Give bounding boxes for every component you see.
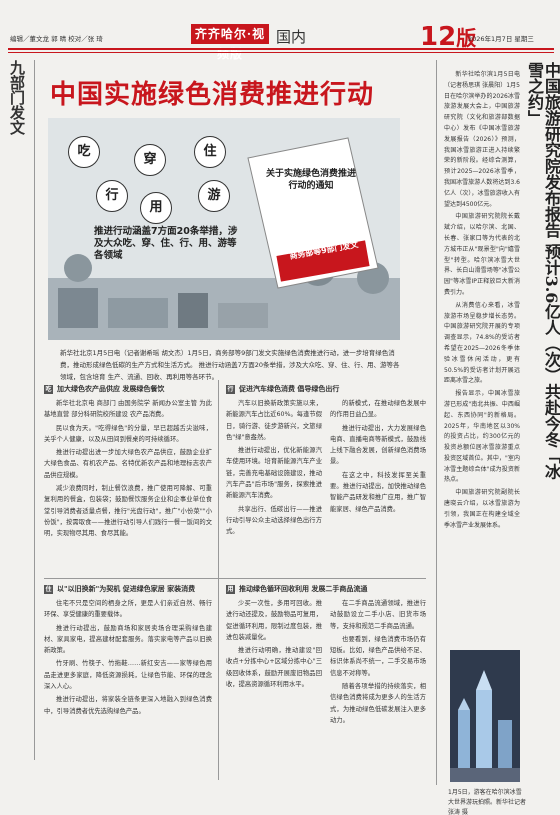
paragraph: 民以食为天。"吃得绿色"的分量，早已超越舌尖滋味，关乎个人健康，以及从田间到餐桌… xyxy=(44,424,212,443)
col2-heading-text: 促进汽车绿色消费 倡导绿色出行 xyxy=(239,385,340,393)
bubble-live: 住 xyxy=(194,136,226,168)
page-unit: 版 xyxy=(456,26,477,50)
paragraph: 推进行动提出，大力发展绿色电商、直播电商等新模式，鼓励线上线下融合发展，创新绿色… xyxy=(330,424,426,466)
notice-document: 关于实施绿色消费推进行动的通知 xyxy=(266,169,357,191)
paragraph: 推进行动提出，优化新能源汽车使用环境。培育新能源汽车产业链，完善充电基础设施建设… xyxy=(226,447,322,500)
section-name: 国内 xyxy=(276,28,307,46)
bubble-tour: 游 xyxy=(198,180,230,212)
right-headline: 中国旅游研究院发布报告 预计3.6亿人（次）共赴今冬「冰雪之约」 xyxy=(525,62,560,480)
paragraph: 的新模式，在推动绿色发展中的作用日益凸显。 xyxy=(330,400,426,419)
illustration-banner: 推进行动涵盖7方面20条举措，涉及大众吃、穿、住、行、用、游等各领域 xyxy=(94,226,238,261)
paragraph: 从消费信心来看，冰雪旅游市场呈稳步增长态势。中国旅游研究院开展的专项调查显示，7… xyxy=(444,301,520,385)
col2-heading: 行促进汽车绿色消费 倡导绿色出行 xyxy=(226,384,339,394)
header-rule xyxy=(8,48,554,50)
col3-body: 的新模式，在推动绿色发展中的作用日益凸显。 推进行动提出，大力发展绿色电商、直播… xyxy=(330,398,426,568)
row-divider xyxy=(44,578,426,579)
paragraph: 随着各项举措的持续落实，相信绿色消费将成为更多人的生活方式，为推动绿色低碳发展注… xyxy=(330,683,426,724)
col1-heading: 吃加大绿色农产品供应 发展绿色餐饮 xyxy=(44,384,164,394)
live-tag-icon: 住 xyxy=(44,585,53,594)
col1b-body: 住宅不只是空间的栖身之所，更是人们亲近自然、畅行环保、享受健康的重要载体。 推进… xyxy=(44,598,212,776)
bubble-use: 用 xyxy=(140,192,172,224)
paragraph: 在这之中，科技发挥至关重要。推进行动提出，加快推动绿色智能产品研发和推广应用，推… xyxy=(330,471,426,513)
paragraph: 新华社北京电 商部门 由国务院学 新闻办公室主管 为此基地直营 部分科研院校所建… xyxy=(44,400,212,419)
eat-tag-icon: 吃 xyxy=(44,385,53,394)
paragraph: 住宅不只是空间的栖身之所，更是人们亲近自然、畅行环保、享受健康的重要载体。 xyxy=(44,600,212,619)
col2-body: 汽车以旧换新政策实施以来，新能源汽车占比近60%。每逢节假日，骑行游、徒步游新兴… xyxy=(226,398,322,568)
col2b-heading-text: 推动绿色循环回收利用 发展二手商品流通 xyxy=(239,585,368,593)
paragraph: 减少浪费同时，制止餐饮浪费，推广使用可降解、可重复利用的餐盒，包装袋；鼓励餐饮服… xyxy=(44,485,212,538)
col1-body: 新华社北京电 商部门 由国务院学 新闻办公室主管 为此基地直营 部分科研院校所建… xyxy=(44,398,212,578)
bubble-travel: 行 xyxy=(96,180,128,212)
photo-caption: 1月5日，游客在哈尔滨冰雪大世界游玩拍照。新华社记者 张涛 摄 xyxy=(448,789,527,815)
col2b-heading: 用推动绿色循环回收利用 发展二手商品流通 xyxy=(226,584,367,594)
illustration: 吃 穿 住 行 用 游 推进行动涵盖7方面20条举措，涉及大众吃、穿、住、行、用… xyxy=(48,118,400,340)
main-headline: 中国实施绿色消费推进行动 xyxy=(50,80,375,110)
paragraph: 共享出行、低碳出行——推进行动引导公众主动选择绿色出行方式。 xyxy=(226,505,322,536)
header-rule-thin xyxy=(8,52,554,53)
col1b-heading: 住以"以旧换新"为契机 促进绿色家居 家装消费 xyxy=(44,584,195,594)
paragraph: 推进行动明确，推动建设"回收点+分拣中心+区域分拣中心"三级回收体系，鼓励开展废… xyxy=(226,647,322,689)
right-divider xyxy=(436,60,437,785)
paragraph: 也要看到，绿色消费市场仍有短板。比如，绿色产品供给不足、标识体系尚不统一，二手交… xyxy=(330,635,426,677)
bubble-wear: 穿 xyxy=(134,144,166,176)
paragraph: 少买一次性，多用可回收。推进行动还提及，鼓励物品可复用，促进循环利用，限制过度包… xyxy=(226,600,322,641)
right-article-body: 新华社哈尔滨1月5日电（记者杨思琪 张晨阳）1月5日在哈尔滨举办的2026冰雪旅… xyxy=(444,70,520,645)
col1b-heading-text: 以"以旧换新"为契机 促进绿色家居 家装消费 xyxy=(57,585,196,593)
date-line: 2026年1月7日 星期三 xyxy=(468,35,534,43)
paragraph: 报告显示，中国冰雪旅游已形成"南北共振、中西崛起、东西协同"的新格局。2025年… xyxy=(444,390,520,484)
paragraph: 中国旅游研究院院长戴斌介绍，以哈尔滨、北国、长春、张家口等为代表的北方城市正从"… xyxy=(444,213,520,296)
staff-line: 编辑／董文龙 郭 晴 校对／张 琦 xyxy=(10,35,103,43)
image-caption: 新华社北京1月5日电（记者谢希瑶 胡文杰）1月5日，商务部等9部门发文实施绿色消… xyxy=(60,349,400,381)
paragraph: 推进行动提出进一步加大绿色农产品供应，鼓励企业扩大绿色食品、有机农产品、名特优新… xyxy=(44,449,212,479)
paragraph: 新华社哈尔滨1月5日电（记者杨思琪 张晨阳）1月5日在哈尔滨举办的2026冰雪旅… xyxy=(444,71,520,208)
left-divider xyxy=(34,60,35,760)
col2b-body: 少买一次性，多用可回收。推进行动还提及，鼓励物品可复用，促进循环利用，限制过度包… xyxy=(226,598,322,776)
bubble-eat: 吃 xyxy=(68,136,100,168)
ice-castle-illustration xyxy=(450,650,520,782)
paragraph: 推进行动提出，将家装全链条更深入地融入到绿色消费中，引导消费者优先选购绿色产品。 xyxy=(44,696,212,715)
col3b-body: 在二手商品流通领域，推进行动鼓励设立二手小店、旧货市场等，支持和规范二手商品流通… xyxy=(330,598,426,776)
page-number: 12版 xyxy=(420,22,476,52)
col-divider xyxy=(218,380,219,780)
page-number-digits: 12 xyxy=(420,22,457,52)
illustration-background xyxy=(48,118,400,340)
paragraph: 在二手商品流通领域，推进行动鼓励设立二手小店、旧货市场等，支持和规范二手商品流通… xyxy=(330,600,426,630)
use-tag-icon: 用 xyxy=(226,585,235,594)
paragraph: 推进行动提出，鼓励商场和家居卖场合理采购绿色建材、家具家电，提高建材配套服务。落… xyxy=(44,624,212,655)
paragraph: 汽车以旧换新政策实施以来，新能源汽车占比近60%。每逢节假日，骑行游、徒步游新兴… xyxy=(226,400,322,441)
masthead-logo: 齐齐哈尔·视频版 xyxy=(191,24,269,61)
paragraph: 竹牙刷、竹筷子、竹拖鞋……新红安吉——家等绿色用品走进更多家庭，降低资源损耗，让… xyxy=(44,660,212,691)
travel-tag-icon: 行 xyxy=(226,385,235,394)
paragraph: 中国旅游研究院副院长唐晓云介绍，以冰雪旅游为引领，我国正在构建全域全季冰雪产业发… xyxy=(444,489,520,529)
col1-heading-text: 加大绿色农产品供应 发展绿色餐饮 xyxy=(57,385,165,393)
left-kicker: 九部门发文 xyxy=(8,60,26,135)
ice-festival-photo xyxy=(450,650,520,782)
